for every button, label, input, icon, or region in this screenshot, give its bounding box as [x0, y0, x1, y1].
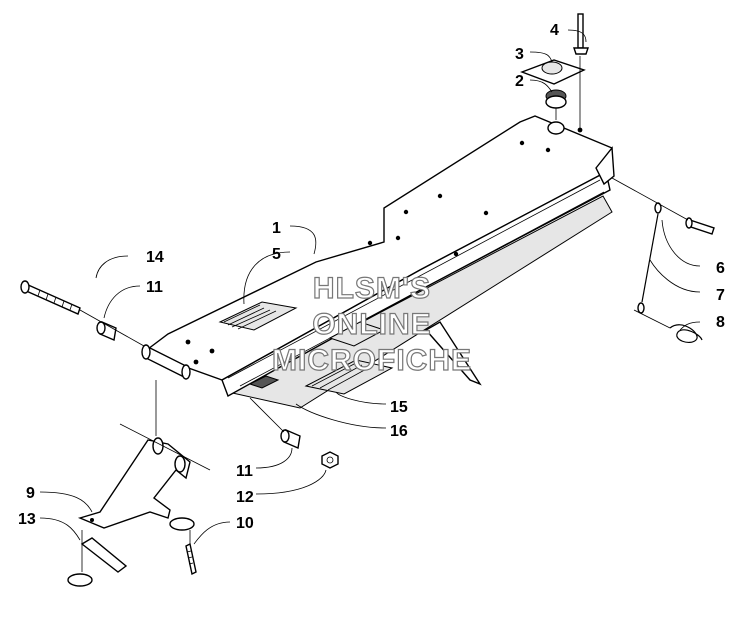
bracket-9 — [77, 437, 191, 529]
callout-8: 8 — [716, 314, 725, 331]
mount-cup-3 — [520, 59, 586, 85]
callout-11-lower: 11 — [236, 463, 253, 480]
grommet-2 — [545, 89, 567, 109]
nut-12 — [321, 451, 339, 469]
cable-7 — [637, 202, 662, 314]
watermark-line-3: MICROFICHE — [272, 344, 472, 377]
watermark-line-2: ONLINE — [312, 308, 431, 341]
bushing-11-upper — [96, 321, 117, 341]
callout-1: 1 — [272, 220, 281, 237]
callout-3: 3 — [515, 46, 524, 63]
callout-12: 12 — [236, 489, 254, 506]
watermark: HLSM'S ONLINE MICROFICHE — [271, 271, 472, 377]
clip-8 — [669, 324, 703, 344]
callout-14: 14 — [146, 249, 164, 266]
strap-13 — [67, 537, 128, 587]
callout-4: 4 — [550, 22, 559, 39]
leader-lines — [39, 29, 701, 545]
callout-15: 15 — [390, 399, 408, 416]
pin-6 — [685, 217, 715, 235]
callout-16: 16 — [390, 423, 408, 440]
callout-labels: 4 3 2 1 5 6 7 8 14 11 15 16 11 12 10 9 1… — [18, 22, 725, 532]
bolt-14 — [20, 280, 81, 315]
callout-13: 13 — [18, 511, 36, 528]
callout-7: 7 — [716, 287, 725, 304]
screw-10 — [169, 517, 197, 576]
callout-6: 6 — [716, 260, 725, 277]
bolt-4 — [573, 13, 589, 55]
bushing-11-lower — [280, 429, 301, 449]
callout-11-upper: 11 — [146, 279, 163, 296]
hinge-tubes — [141, 344, 191, 380]
watermark-line-1: HLSM'S — [313, 272, 431, 305]
callout-9: 9 — [26, 485, 35, 502]
assembly-lines — [79, 56, 689, 572]
callout-2: 2 — [515, 73, 524, 90]
skid-plate — [142, 115, 615, 409]
callout-10: 10 — [236, 515, 254, 532]
callout-5: 5 — [272, 246, 281, 263]
